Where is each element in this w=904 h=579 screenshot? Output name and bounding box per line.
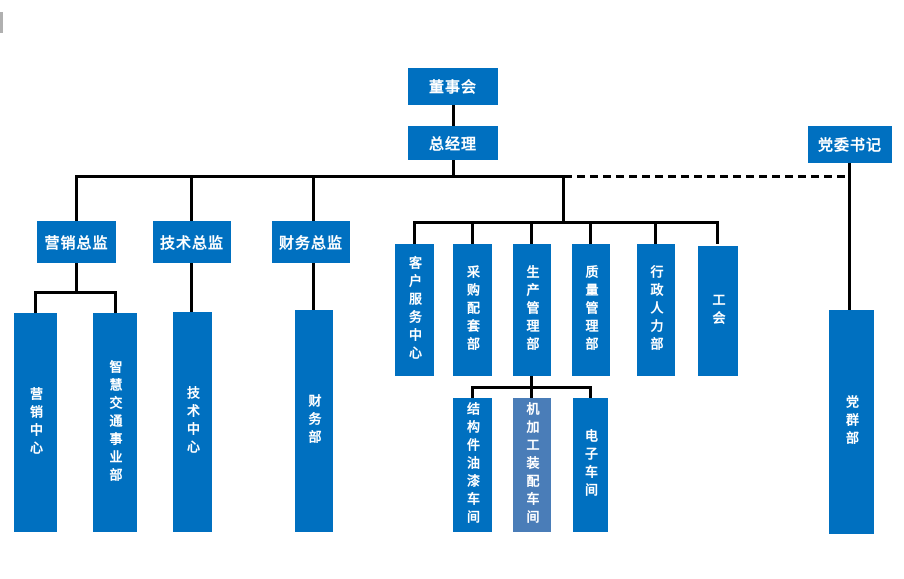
connector-board-gm xyxy=(452,105,455,126)
connector-main-horizontal xyxy=(75,175,564,178)
connector-drop-marketing-center xyxy=(34,291,37,313)
left-edge-artifact xyxy=(0,12,3,33)
connector-marketing-subtree-stem xyxy=(75,263,78,293)
node-marketing-director: 营销总监 xyxy=(37,221,116,263)
connector-drop-dept-row xyxy=(562,175,565,223)
connector-finance-dept xyxy=(312,263,315,310)
connector-dashed-party xyxy=(564,175,850,178)
node-structural-paint-workshop: 结构件油漆车间 xyxy=(453,398,492,532)
node-finance-dept: 财务部 xyxy=(295,310,333,532)
node-customer-service-center: 客户服务中心 xyxy=(395,244,434,376)
connector-drop-structural-paint xyxy=(471,386,474,398)
node-marketing-center: 营销中心 xyxy=(14,313,57,532)
node-party-mass-dept: 党群部 xyxy=(829,310,874,534)
node-party-secretary: 党委书记 xyxy=(808,126,892,163)
connector-drop-marketing-director xyxy=(75,175,78,221)
connector-drop-admin-hr xyxy=(654,221,657,244)
connector-drop-smart-transport xyxy=(114,291,117,313)
node-general-manager: 总经理 xyxy=(408,126,498,160)
connector-drop-machining xyxy=(530,386,533,398)
node-quality-mgmt-dept: 质量管理部 xyxy=(572,244,610,376)
node-machining-assembly-workshop: 机加工装配车间 xyxy=(513,398,551,532)
connector-drop-procurement xyxy=(471,221,474,244)
connector-party-secretary-party-mass xyxy=(848,163,851,310)
connector-drop-technical-director xyxy=(190,175,193,221)
connector-production-subtree-stem xyxy=(530,376,533,389)
node-labor-union: 工会 xyxy=(698,246,738,376)
node-production-mgmt-dept: 生产管理部 xyxy=(513,244,551,376)
connector-drop-customer-service xyxy=(413,221,416,244)
node-electronics-workshop: 电子车间 xyxy=(573,398,608,532)
node-technical-director: 技术总监 xyxy=(153,221,231,263)
connector-drop-labor-union xyxy=(716,221,719,244)
node-board: 董事会 xyxy=(408,68,498,105)
connector-technical-center xyxy=(190,263,193,312)
connector-marketing-subtree-horizontal xyxy=(34,291,117,294)
node-admin-hr-dept: 行政人力部 xyxy=(637,244,675,376)
connector-drop-finance-director xyxy=(312,175,315,221)
node-smart-transport-div: 智慧交通事业部 xyxy=(93,313,137,532)
connector-dept-row-horizontal xyxy=(413,221,719,224)
node-finance-director: 财务总监 xyxy=(272,221,350,263)
connector-drop-quality xyxy=(589,221,592,244)
connector-drop-production xyxy=(530,221,533,244)
connector-drop-electronics xyxy=(589,386,592,398)
node-procurement-dept: 采购配套部 xyxy=(453,244,492,376)
node-technical-center: 技术中心 xyxy=(173,312,212,532)
connector-gm-trunk xyxy=(452,160,455,177)
